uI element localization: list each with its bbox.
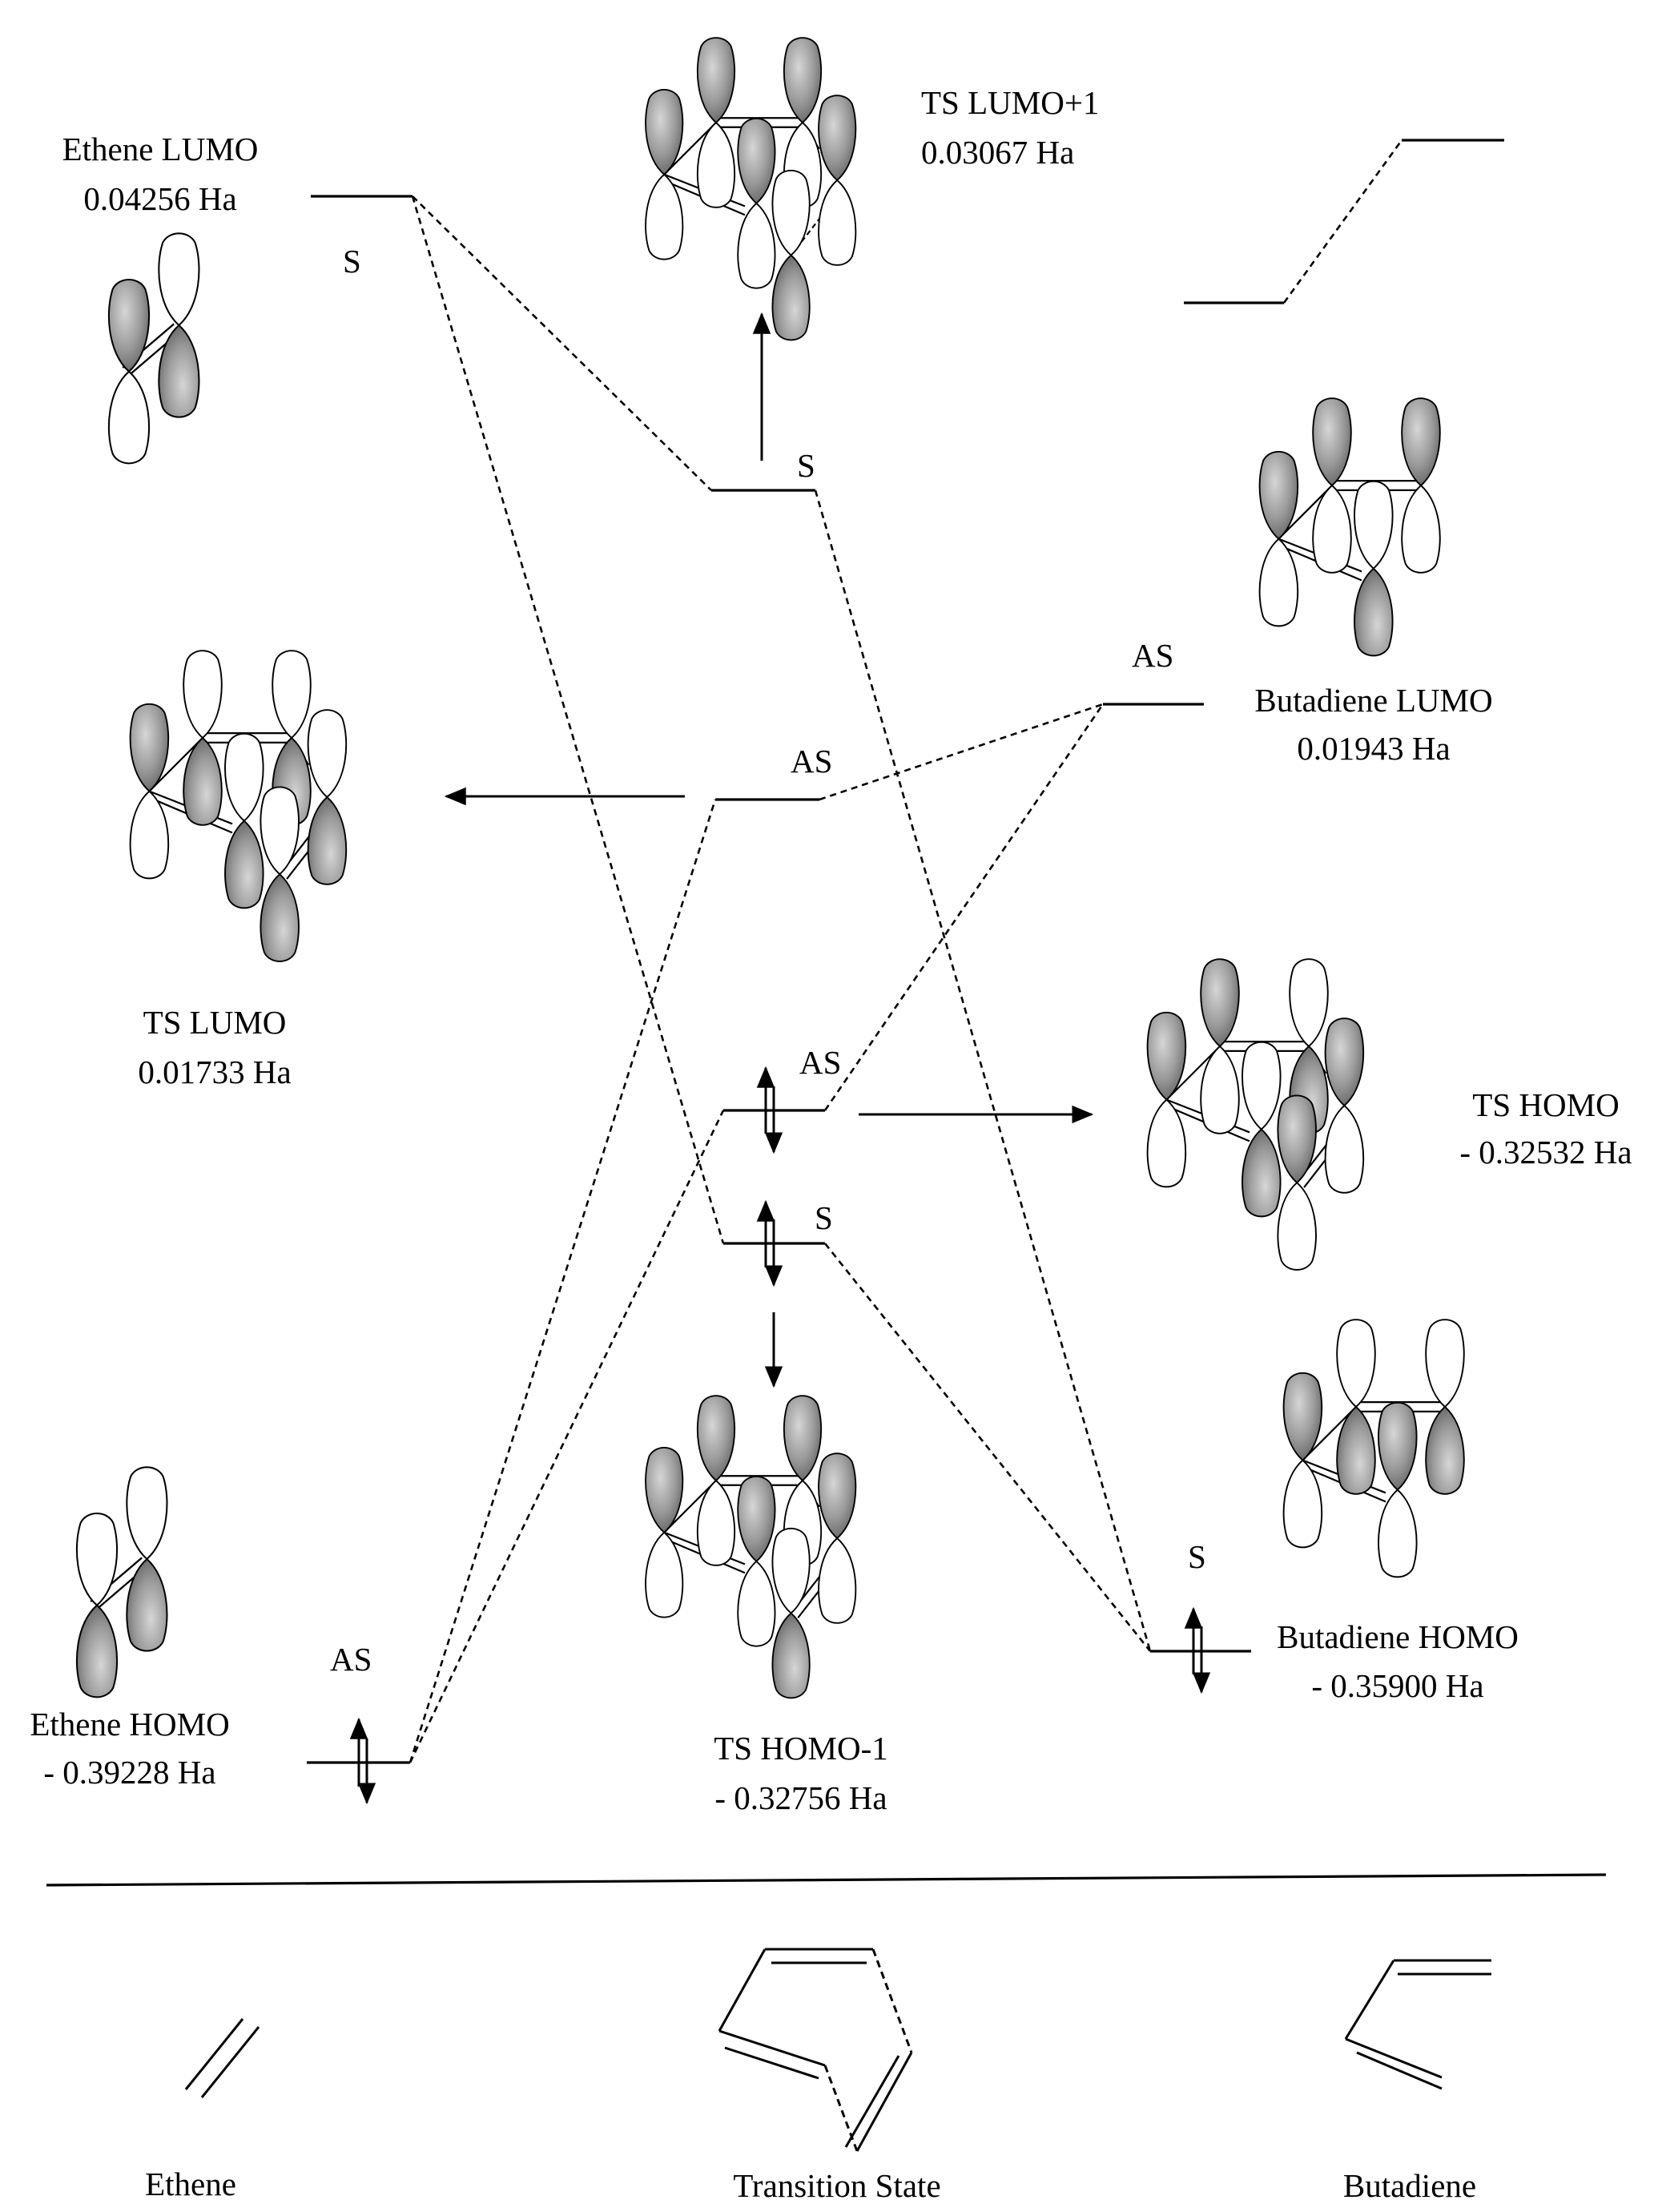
ethene-homo-electrons bbox=[349, 1717, 376, 1805]
corr-ethene-lumo-ts-lumo-plus1 bbox=[412, 195, 712, 491]
butadiene-lumo-energy: 0.01943 Ha bbox=[1297, 730, 1450, 767]
butadiene-homo-name: Butadiene HOMO bbox=[1277, 1618, 1519, 1655]
butadiene-caption: Butadiene bbox=[1343, 2167, 1476, 2204]
ethene-caption: Ethene bbox=[145, 2166, 236, 2202]
transition-state-caption: Transition State bbox=[733, 2167, 940, 2204]
ts-homo-energy: - 0.32532 Ha bbox=[1459, 1134, 1632, 1170]
corr-ethene-lumo-ts-homo-minus1 bbox=[411, 195, 725, 1244]
corr-ts-homo-minus1-butadiene-homo bbox=[823, 1243, 1152, 1652]
butadiene-lumo-name: Butadiene LUMO bbox=[1254, 682, 1492, 719]
ts-homo-minus1-name: TS HOMO-1 bbox=[714, 1730, 888, 1767]
butadiene-homo-electrons bbox=[1184, 1606, 1211, 1694]
butadiene-structure bbox=[1344, 1959, 1491, 2090]
ts-homo-minus1-electrons bbox=[756, 1199, 783, 1287]
ts-homo-symmetry: AS bbox=[799, 1044, 841, 1081]
corr-ethene-homo-ts-lumo bbox=[408, 799, 717, 1763]
ts-lumo-name: TS LUMO bbox=[143, 1004, 287, 1041]
corr-ts-lumo-butadiene-lumo bbox=[819, 703, 1104, 801]
ts-lumo-energy: 0.01733 Ha bbox=[138, 1054, 291, 1090]
corr-ethene-homo-ts-homo bbox=[408, 1110, 725, 1763]
ts-homo-minus1-energy: - 0.32756 Ha bbox=[714, 1779, 887, 1816]
ethene-structure bbox=[184, 2018, 260, 2098]
ts-lumo-plus1-name: TS LUMO+1 bbox=[921, 84, 1099, 121]
butadiene-homo-energy: - 0.35900 Ha bbox=[1311, 1667, 1483, 1704]
ethene-homo-symmetry: AS bbox=[330, 1641, 372, 1678]
ts-lumo-orbital-icon bbox=[131, 651, 347, 961]
corr-ts-lumo-plus1-butadiene-homo bbox=[814, 490, 1152, 1652]
ethene-lumo-symmetry: S bbox=[343, 243, 361, 280]
corr-ts-homo-butadiene-lumo bbox=[823, 703, 1105, 1111]
ethene-homo-name: Ethene HOMO bbox=[30, 1706, 229, 1743]
ts-homo-minus1-symmetry: S bbox=[815, 1199, 833, 1236]
upper-right-connector bbox=[1282, 139, 1403, 304]
ts-homo-minus1-orbital-icon bbox=[646, 1396, 855, 1698]
ts-lumo-plus1-symmetry: S bbox=[797, 447, 815, 484]
ethene-homo-orbital-icon bbox=[77, 1467, 167, 1697]
butadiene-homo-symmetry: S bbox=[1188, 1538, 1206, 1575]
ethene-homo-energy: - 0.39228 Ha bbox=[43, 1754, 215, 1791]
section-divider bbox=[46, 1873, 1607, 1887]
ts-homo-orbital-icon bbox=[1148, 959, 1364, 1270]
ts-lumo-plus1-energy: 0.03067 Ha bbox=[921, 134, 1074, 171]
ts-lumo-symmetry: AS bbox=[791, 743, 832, 780]
butadiene-homo-orbital-icon bbox=[1284, 1320, 1464, 1577]
ethene-lumo-name: Ethene LUMO bbox=[62, 131, 259, 167]
butadiene-lumo-symmetry: AS bbox=[1132, 637, 1173, 674]
ts-homo-name: TS HOMO bbox=[1472, 1086, 1619, 1123]
butadiene-lumo-orbital-icon bbox=[1260, 398, 1440, 655]
ethene-lumo-orbital-icon bbox=[109, 233, 199, 463]
ts-homo-electrons bbox=[756, 1066, 783, 1154]
ethene-lumo-energy: 0.04256 Ha bbox=[83, 180, 236, 217]
transition-state-structure bbox=[718, 1948, 913, 2152]
ts-lumo-plus1-orbital-icon bbox=[646, 38, 855, 340]
